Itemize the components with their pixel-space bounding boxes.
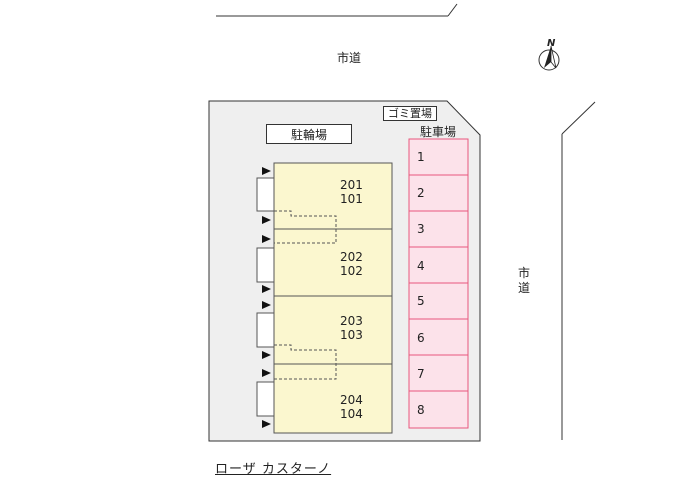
entrance-arrow-icon	[262, 216, 271, 224]
parking-slot-number: 3	[417, 222, 425, 236]
compass-label: N	[547, 38, 556, 49]
parking-slot-number: 5	[417, 294, 425, 308]
unit-number-lower: 103	[340, 328, 363, 342]
entrance-arrow-icon	[262, 167, 271, 175]
parking-slot-number: 1	[417, 150, 425, 164]
parking-area	[408, 138, 469, 429]
parking-slot-number: 6	[417, 331, 425, 345]
unit-number-lower: 102	[340, 264, 363, 278]
unit-number-upper: 201	[340, 178, 363, 192]
bicycle-parking-label: 駐輪場	[266, 124, 352, 144]
unit-number-upper: 204	[340, 393, 363, 407]
entrance-arrow-icon	[262, 235, 271, 243]
garbage-area-label: ゴミ置場	[383, 106, 437, 121]
entrance-arrows	[262, 167, 271, 428]
parking-label: 駐車場	[420, 125, 457, 139]
parking-slot-number: 7	[417, 367, 425, 381]
unit-number-upper: 203	[340, 314, 363, 328]
parking-slot-number: 2	[417, 186, 425, 200]
building	[256, 162, 393, 434]
compass-icon	[538, 45, 560, 71]
building-name: ローザ カスターノ	[215, 462, 332, 477]
entrance-arrow-icon	[262, 301, 271, 309]
unit-number-lower: 101	[340, 192, 363, 206]
unit-number-lower: 104	[340, 407, 363, 421]
road-edge-top-corner	[447, 3, 458, 17]
entrance-arrow-icon	[262, 285, 271, 293]
parking-slot-number: 4	[417, 259, 425, 273]
entrance-arrow-icon	[262, 351, 271, 359]
road-label-top: 市道	[337, 51, 362, 65]
entrance-arrow-icon	[262, 369, 271, 377]
parking-slot-number: 8	[417, 403, 425, 417]
unit-number-upper: 202	[340, 250, 363, 264]
entrance-arrow-icon	[262, 420, 271, 428]
road-label-right: 市道	[517, 266, 530, 295]
road-edge-right-corner	[561, 101, 596, 135]
